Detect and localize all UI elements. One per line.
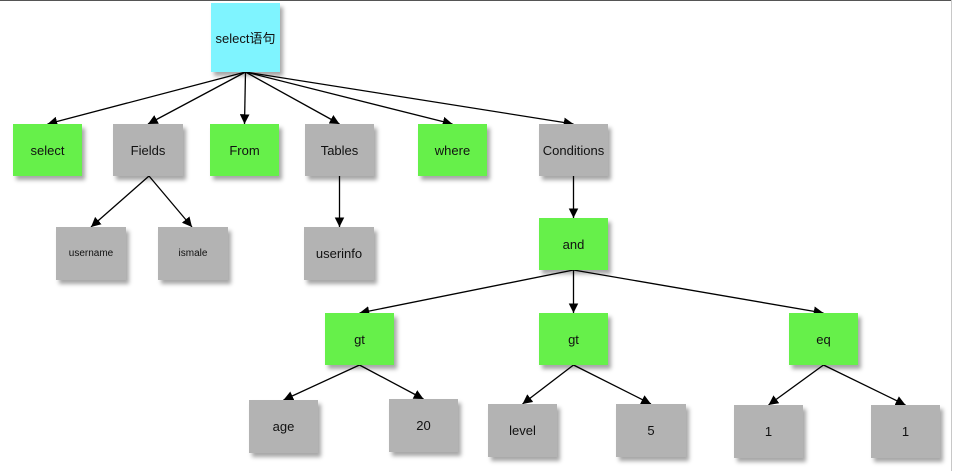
edge-eq-1-right (823, 364, 906, 406)
edge-gt-2-level (522, 364, 574, 405)
edge-gt-2-5 (573, 364, 652, 405)
edge-gt-1-20 (359, 364, 424, 400)
edge-root-tables (245, 71, 340, 125)
node-root-select-statement: select语句 (211, 3, 280, 72)
edge-eq-1-left (768, 364, 824, 406)
node-gt-1: gt (325, 313, 394, 365)
edge-fields-ismale (148, 175, 193, 228)
node-table-userinfo: userinfo (304, 227, 374, 280)
edge-root-from (239, 71, 250, 125)
edge-fields-username (90, 175, 150, 228)
edge-root-select (47, 71, 246, 127)
node-operand-1-right: 1 (871, 405, 940, 458)
edge-root-conditions (245, 71, 574, 128)
edge-root-fields (147, 71, 246, 125)
node-operand-level: level (488, 404, 557, 457)
node-and: and (539, 218, 608, 270)
edge-root-where (245, 71, 453, 127)
node-operand-5: 5 (616, 404, 686, 457)
node-where: where (418, 124, 487, 176)
edge-and-eq (573, 269, 824, 317)
edge-gt-1-age (283, 364, 360, 401)
node-operand-20: 20 (389, 399, 458, 452)
frame-top-border (0, 0, 952, 1)
node-field-ismale: ismale (158, 227, 228, 280)
node-field-username: username (56, 227, 126, 280)
node-tables: Tables (305, 124, 374, 176)
node-eq: eq (789, 313, 858, 365)
node-operand-age: age (249, 400, 318, 453)
node-from: From (210, 124, 279, 176)
node-conditions: Conditions (539, 124, 608, 176)
node-operand-1-left: 1 (734, 405, 803, 458)
edge-and-gt-1 (359, 269, 574, 316)
node-fields: Fields (113, 124, 183, 176)
frame-right-border (951, 0, 952, 471)
node-select: select (13, 124, 82, 176)
node-gt-2: gt (539, 313, 608, 365)
